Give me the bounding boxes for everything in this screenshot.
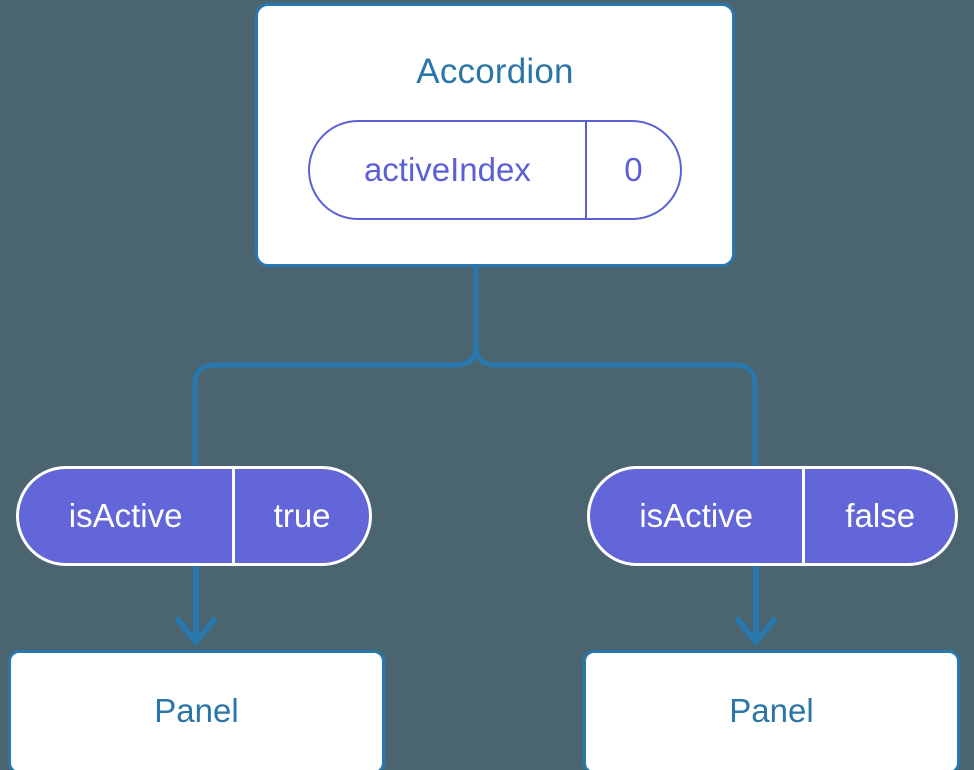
prop-pill-value: false [802, 469, 955, 563]
arrow-left [175, 566, 217, 645]
component-card-panel-right[interactable]: Panel [583, 650, 960, 770]
state-pill-value: 0 [584, 122, 680, 218]
state-pill-key: activeIndex [363, 151, 531, 188]
component-title-panel: Panel [154, 692, 239, 729]
component-title-panel: Panel [729, 692, 814, 729]
component-card-panel-left[interactable]: Panel [8, 650, 385, 770]
component-title-accordion: Accordion [416, 52, 574, 91]
prop-pill-key: isActive [639, 497, 754, 534]
prop-pill-is-active-true[interactable]: isActive true [16, 466, 372, 566]
prop-pill-is-active-false[interactable]: isActive false [587, 466, 958, 566]
arrow-right [735, 566, 777, 645]
state-pill-active-index[interactable]: activeIndex 0 [308, 120, 682, 220]
prop-pill-value: true [232, 469, 369, 563]
prop-pill-key: isActive [68, 497, 183, 534]
